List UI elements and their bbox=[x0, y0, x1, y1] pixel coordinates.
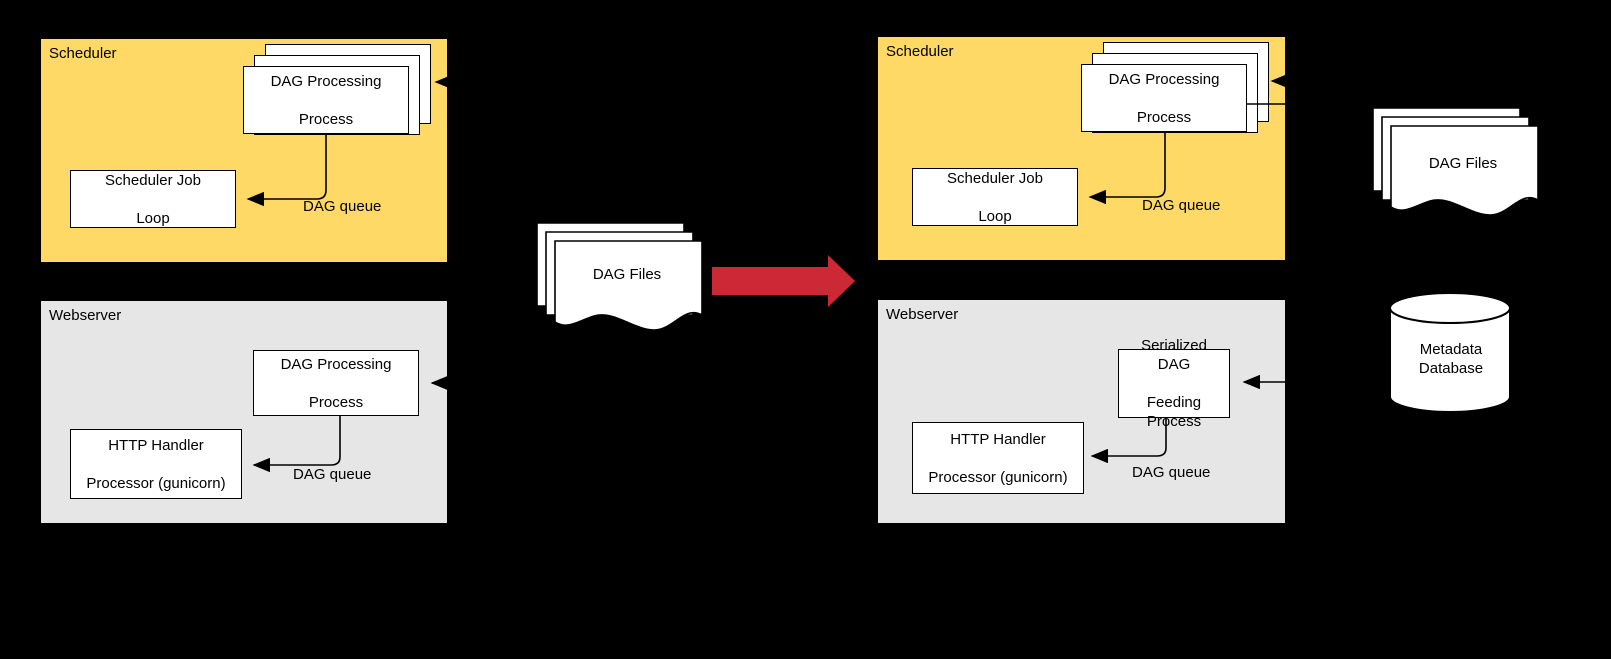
center-dag-files-icon bbox=[536, 222, 703, 331]
right-dag-files-label: DAG Files bbox=[1428, 155, 1498, 172]
left-webserver-dag-queue-label: DAG queue bbox=[293, 466, 372, 483]
right-webserver-dag-queue-label: DAG queue bbox=[1132, 464, 1211, 481]
center-dag-files-label: DAG Files bbox=[592, 266, 662, 283]
left-scheduler-label: Scheduler bbox=[49, 45, 117, 62]
left-scheduler-dag-queue-label: DAG queue bbox=[303, 198, 382, 215]
database-cylinder-icon bbox=[1389, 292, 1511, 414]
metadata-database-shape bbox=[1388, 290, 1514, 415]
right-scheduler-label: Scheduler bbox=[886, 43, 954, 60]
right-dag-files-icon bbox=[1372, 107, 1539, 216]
right-webserver-label: Webserver bbox=[886, 306, 959, 323]
left-webserver-label: Webserver bbox=[49, 307, 122, 324]
red-right-arrow-icon bbox=[712, 255, 855, 307]
center-dag-files-stack bbox=[534, 218, 704, 340]
right-dag-files-stack bbox=[1370, 103, 1540, 225]
right-scheduler-dag-queue-label: DAG queue bbox=[1142, 197, 1221, 214]
